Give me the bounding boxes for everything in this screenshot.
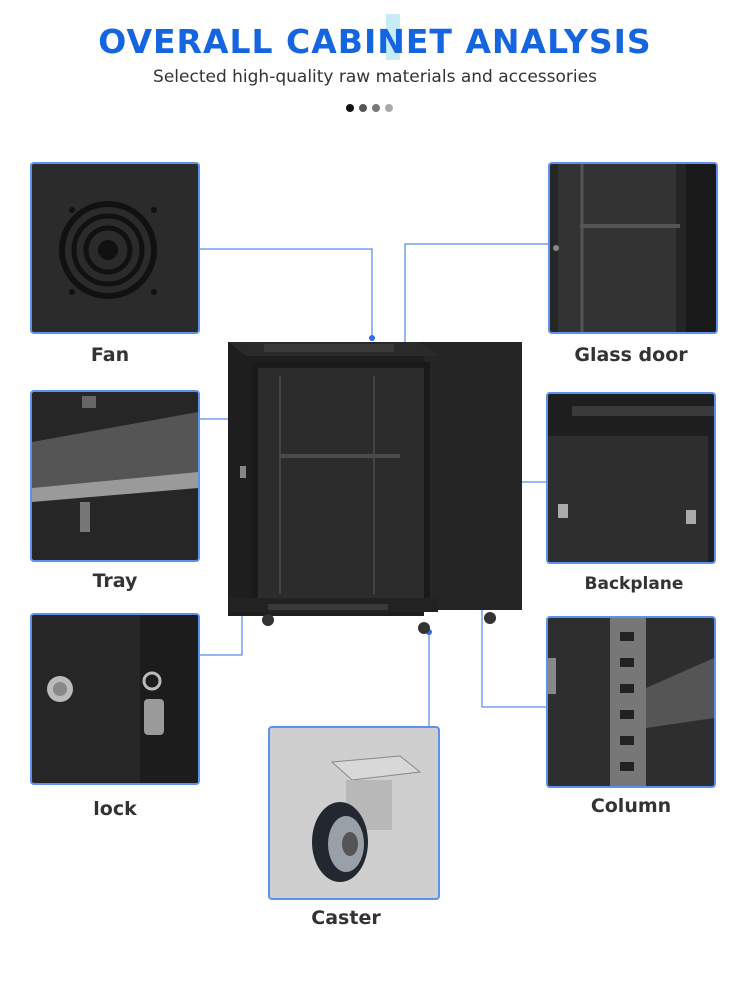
tray-panel (30, 390, 200, 562)
fan-icon (59, 201, 157, 299)
glass-door-image (553, 164, 716, 332)
fan-label: Fan (90, 344, 130, 366)
pager-dot[interactable] (385, 104, 393, 112)
column-image (548, 618, 714, 786)
page-title: OVERALL CABINET ANALYSIS (98, 22, 652, 61)
backplane-image (548, 406, 714, 562)
glass-door-panel (548, 162, 718, 334)
column-label: Column (590, 795, 672, 817)
lock-image (47, 615, 198, 783)
glass-door-label: Glass door (574, 344, 688, 366)
pager-dot[interactable] (359, 104, 367, 112)
tray-label: Tray (92, 570, 138, 592)
pager-dots[interactable] (346, 104, 393, 112)
backplane-label: Backplane (584, 574, 684, 594)
caster-panel (268, 726, 440, 900)
backplane-panel (546, 392, 716, 564)
caster-label: Caster (311, 907, 381, 929)
cabinet-image (228, 342, 522, 634)
lock-label: lock (93, 798, 137, 820)
column-panel (546, 616, 716, 788)
caster-icon (312, 755, 422, 882)
pager-dot[interactable] (372, 104, 380, 112)
tray-image (32, 396, 198, 532)
pager-dot[interactable] (346, 104, 354, 112)
fan-panel (30, 162, 200, 334)
page-subtitle: Selected high-quality raw materials and … (153, 67, 597, 87)
lock-panel (30, 613, 200, 785)
